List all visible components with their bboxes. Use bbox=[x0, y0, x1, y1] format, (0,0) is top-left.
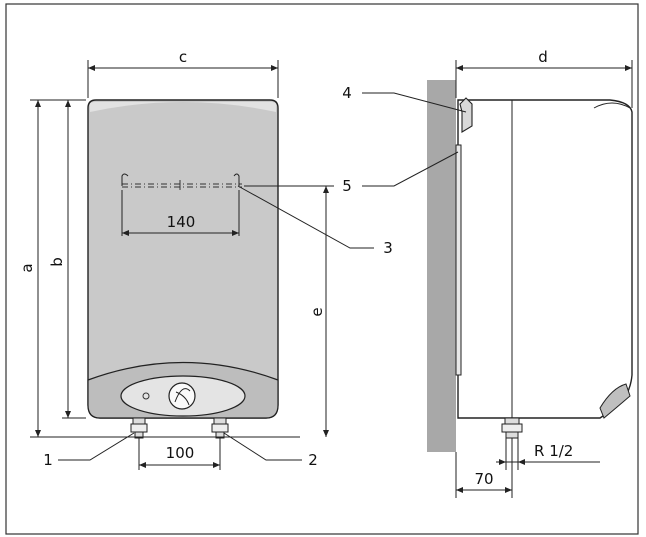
label-c: c bbox=[179, 48, 187, 66]
wall-plate bbox=[455, 144, 462, 376]
side-knob bbox=[599, 383, 631, 419]
label-d: d bbox=[538, 48, 548, 66]
label-b: b bbox=[48, 257, 66, 267]
dim-b bbox=[62, 100, 86, 419]
label-pipe-offset: 70 bbox=[474, 470, 493, 488]
pipe-outlet bbox=[130, 417, 148, 439]
wall bbox=[427, 80, 456, 452]
heater-side-body bbox=[457, 99, 633, 419]
leader-4 bbox=[362, 92, 467, 113]
callout-3: 3 bbox=[383, 239, 393, 257]
knob-mark bbox=[174, 388, 191, 406]
side-view: d 70 R 1/2 4 5 bbox=[342, 48, 633, 498]
callout-2: 2 bbox=[308, 451, 318, 469]
top-cap bbox=[90, 102, 276, 112]
label-a: a bbox=[18, 263, 36, 272]
dim-thread bbox=[496, 438, 600, 470]
frame-border bbox=[5, 3, 639, 535]
leader-3 bbox=[237, 185, 374, 249]
callout-5: 5 bbox=[342, 177, 352, 195]
dim-d bbox=[455, 60, 633, 108]
callout-4: 4 bbox=[342, 84, 352, 102]
dim-c bbox=[87, 60, 279, 98]
leader-5 bbox=[362, 151, 459, 187]
dim-a bbox=[30, 99, 300, 438]
pipe-inlet bbox=[211, 417, 229, 439]
label-e: e bbox=[308, 307, 326, 316]
indicator-light bbox=[142, 392, 150, 400]
leader-2 bbox=[223, 432, 302, 461]
dim-70 bbox=[455, 438, 513, 498]
thermostat-knob-icon bbox=[168, 382, 196, 410]
label-pipe-spacing: 100 bbox=[166, 444, 195, 462]
top-curve bbox=[593, 102, 631, 109]
dim-100 bbox=[138, 438, 221, 470]
wall-hook bbox=[459, 97, 473, 133]
callout-1: 1 bbox=[43, 451, 53, 469]
front-view: c a b e 140 bbox=[18, 48, 393, 470]
mounting-bracket bbox=[121, 173, 242, 190]
dim-140 bbox=[121, 190, 240, 236]
label-thread: R 1/2 bbox=[534, 442, 573, 460]
label-bracket-spacing: 140 bbox=[167, 213, 196, 231]
dim-e bbox=[244, 185, 334, 437]
side-pipe bbox=[501, 417, 523, 439]
leader-1 bbox=[58, 432, 135, 461]
